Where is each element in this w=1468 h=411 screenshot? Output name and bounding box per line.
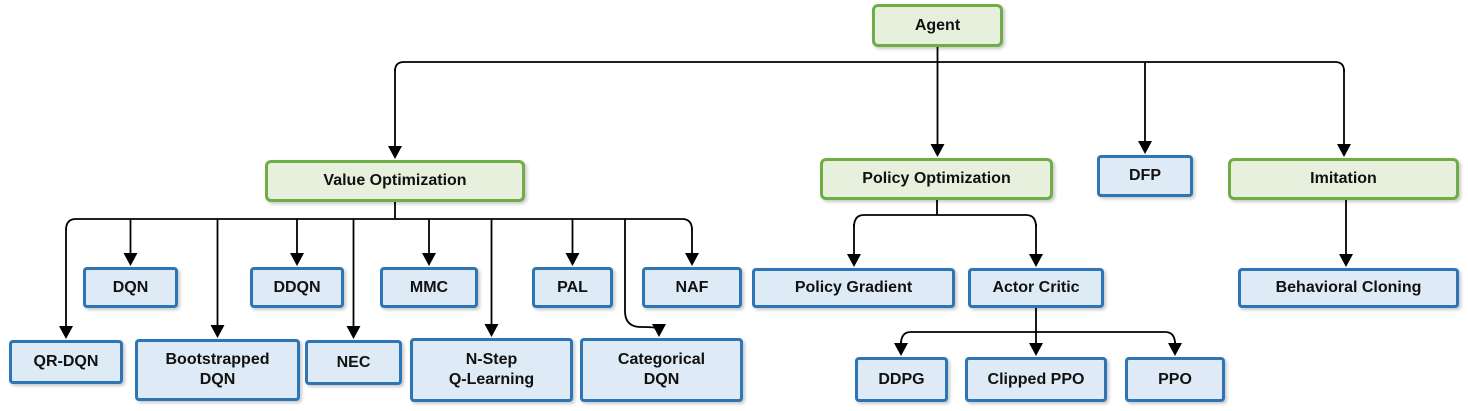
node-nec: NEC [305, 340, 402, 385]
edge-rail-value [65, 218, 693, 231]
node-dfp: DFP [1097, 155, 1193, 197]
edge-rail-actor-critic [900, 331, 1176, 345]
node-naf: NAF [642, 267, 742, 308]
node-agent: Agent [872, 4, 1003, 47]
node-policy-optimization: Policy Optimization [820, 158, 1053, 200]
node-imitation: Imitation [1228, 158, 1459, 200]
node-categorical-dqn: Categorical DQN [580, 338, 743, 402]
node-behavioral-cloning: Behavioral Cloning [1238, 268, 1459, 308]
node-bootstrapped-dqn: Bootstrapped DQN [135, 339, 300, 401]
node-actor-critic: Actor Critic [968, 268, 1104, 308]
edge-rail-policy [853, 214, 1037, 228]
node-dqn: DQN [83, 267, 178, 308]
node-qr-dqn: QR-DQN [9, 340, 123, 384]
node-value-optimization: Value Optimization [265, 160, 525, 202]
node-mmc: MMC [380, 267, 478, 308]
node-ppo: PPO [1125, 357, 1225, 402]
node-ddqn: DDQN [250, 267, 344, 308]
node-pal: PAL [532, 267, 613, 308]
node-clipped-ppo: Clipped PPO [965, 357, 1107, 402]
edge-rail-top [394, 61, 1345, 72]
edge-value-categorical-dqn [624, 219, 666, 337]
node-ddpg: DDPG [855, 357, 948, 402]
node-n-step-q-learning: N-Step Q-Learning [410, 338, 573, 402]
node-policy-gradient: Policy Gradient [752, 268, 955, 308]
